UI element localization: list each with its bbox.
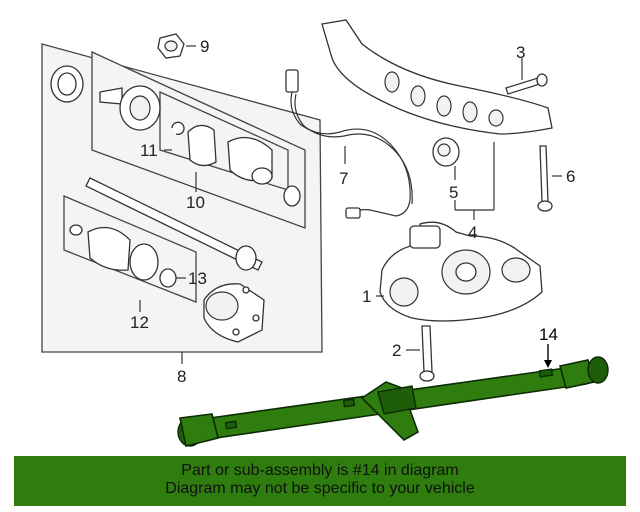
shaft-center-bearing — [360, 381, 419, 441]
callout-9: 9 — [200, 37, 209, 56]
inner-cv-boot — [69, 224, 177, 288]
callout-4: 4 — [468, 223, 477, 242]
callout-7: 7 — [339, 169, 348, 188]
shaft-front-flange — [177, 413, 219, 447]
wiring-harness — [285, 69, 413, 219]
banner-line-2: Diagram may not be specific to your vehi… — [165, 480, 475, 497]
seal-ring — [50, 65, 84, 103]
shaft-rear-flange — [559, 356, 609, 389]
callout-12: 12 — [130, 313, 149, 332]
boot-clamp — [283, 185, 301, 207]
retaining-ring — [171, 121, 185, 135]
drive-shaft-highlighted — [177, 356, 609, 447]
bolt-part-2 — [406, 325, 435, 382]
callout-6: 6 — [566, 167, 575, 186]
differential-carrier — [376, 221, 543, 322]
callout-10: 10 — [186, 193, 205, 212]
bolt-part-6 — [537, 145, 562, 212]
callout-11: 11 — [140, 141, 158, 160]
inner-tripod-housing — [203, 283, 265, 343]
nut-part — [157, 33, 196, 59]
bolt-part-3 — [505, 58, 548, 95]
bushing-part-5 — [432, 137, 460, 180]
banner-line-1: Part or sub-assembly is #14 in diagram — [181, 462, 459, 479]
callout-14: 14 — [539, 325, 558, 344]
callout-3: 3 — [516, 43, 525, 62]
callout-14-arrow — [544, 344, 552, 368]
info-banner: Part or sub-assembly is #14 in diagram D… — [14, 456, 626, 506]
axle-shaft — [85, 177, 263, 271]
outer-cv-joint — [99, 85, 161, 131]
cv-boot — [187, 124, 273, 185]
crossmember — [321, 19, 553, 135]
callout-1: 1 — [362, 287, 371, 306]
half-shaft-assembly-box — [41, 43, 323, 353]
callout-5: 5 — [449, 183, 458, 202]
callout-2: 2 — [392, 341, 401, 360]
callout-13: 13 — [188, 269, 207, 288]
callout-8: 8 — [177, 367, 186, 386]
parts-diagram: 1 2 3 4 5 6 7 8 9 10 11 12 13 14 — [41, 19, 609, 447]
